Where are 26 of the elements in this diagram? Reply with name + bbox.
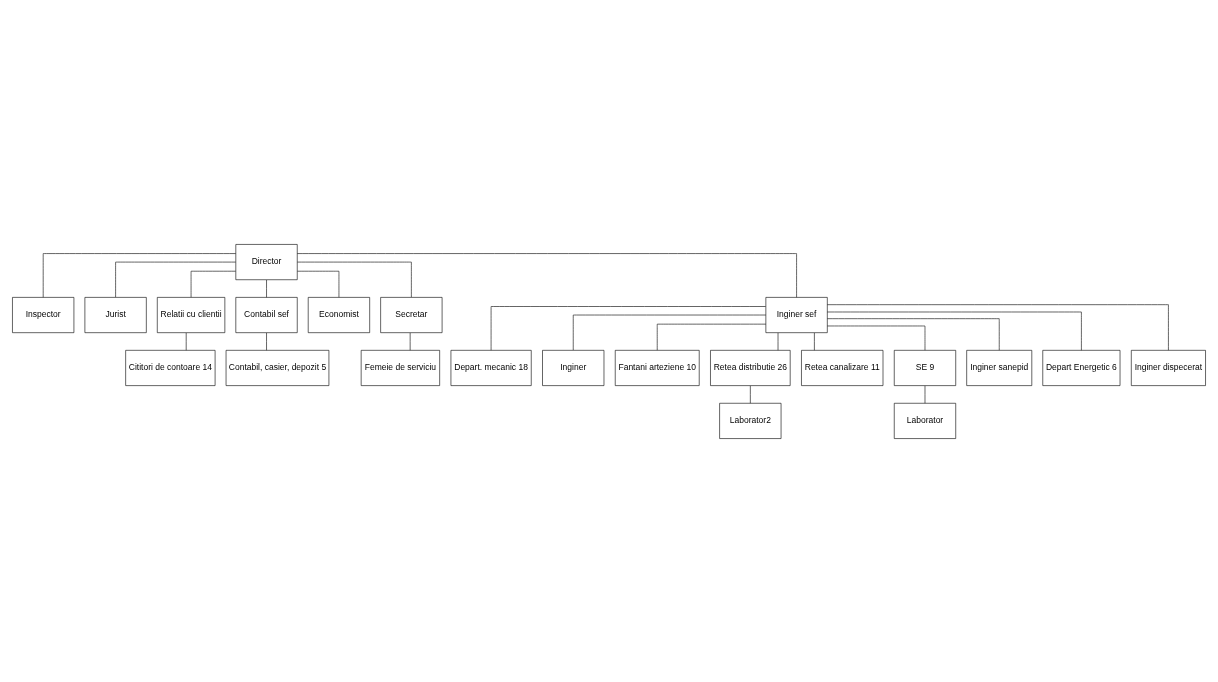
node-box: Secretar [380,296,443,333]
node-box: Laborator [893,402,957,439]
node-box: Economist [307,296,370,333]
node-box: Inginer dispecerat [1131,349,1206,386]
connector [827,317,1000,350]
node-box: Inginer sanepid [966,349,1033,386]
connector [297,252,797,298]
node-box: Retea distributie 26 [710,349,791,386]
node-box: Inginer sef [765,296,828,333]
node-box: SE 9 [893,349,957,386]
connector [827,303,1169,350]
node-box: Cititori de contoare 14 [125,349,216,386]
node-box: Depart. mecanic 18 [450,349,532,386]
node-box: Laborator2 [719,402,782,439]
node-box: Inginer [542,349,605,386]
node-box: Retea canalizare 11 [801,349,884,386]
node-box: Director [235,243,298,280]
node-box: Relatii cu clientii [157,296,226,333]
node-box: Femeie de serviciu [360,349,440,386]
node-box: Contabil, casier, depozit 5 [225,349,330,386]
connector [42,252,236,298]
node-box: Depart Energetic 6 [1042,349,1121,386]
node-box: Contabil sef [235,296,298,333]
node-box: Jurist [84,296,147,333]
node-box: Fantani arteziene 10 [614,349,700,386]
node-box: Inspector [12,296,75,333]
